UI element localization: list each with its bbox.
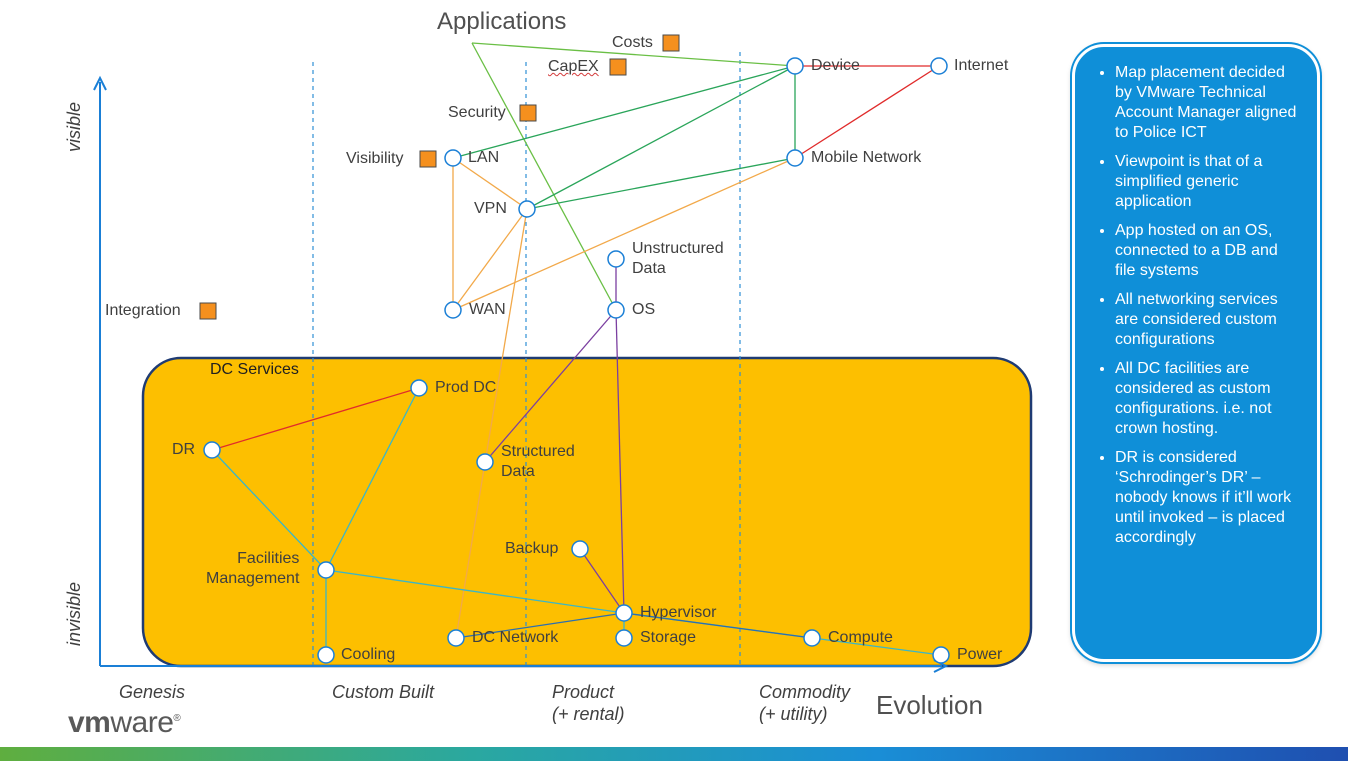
logo-text-b: ware	[110, 706, 174, 739]
component-lan-label: LAN	[468, 149, 500, 166]
need-integration-marker	[199, 302, 217, 320]
notes-panel: Map placement decided by VMware Technica…	[1072, 44, 1320, 662]
link-backup-hypervisor	[579, 548, 625, 614]
component-power-node	[932, 646, 950, 664]
link-mobile-vpn	[526, 157, 796, 210]
component-cooling-label: Cooling	[341, 646, 396, 663]
need-security-marker	[519, 104, 537, 122]
need-visibility-label: Visibility	[346, 150, 404, 167]
link-applications-device	[471, 42, 796, 67]
need-costs-label: Costs	[612, 34, 653, 51]
dc-services-group	[141, 356, 1033, 668]
component-dcnetwork-node	[447, 629, 465, 647]
need-visibility-marker	[419, 150, 437, 168]
component-cooling-node	[317, 646, 335, 664]
component-hypervisor-label: Hypervisor	[640, 604, 717, 621]
need-security-label: Security	[448, 104, 506, 121]
dc-services-label: DC Services	[210, 361, 299, 378]
link-applications-os	[471, 42, 617, 311]
stage-commodity: Commodity (+ utility)	[759, 682, 851, 724]
stage-custom-built: Custom Built	[332, 682, 435, 702]
component-dr-label: DR	[172, 441, 196, 458]
link-hypervisor-compute	[623, 612, 813, 639]
note-item: Viewpoint is that of a simplified generi…	[1115, 152, 1299, 212]
evolution-label: Evolution	[876, 690, 983, 720]
component-unstructured-data-label: Unstructured Data	[632, 240, 724, 277]
component-wan-label: WAN	[469, 301, 506, 318]
y-axis-visible-label: visible	[64, 101, 84, 152]
link-mobile-internet	[794, 65, 940, 159]
stage-product: Product (+ rental)	[552, 682, 625, 724]
note-item: App hosted on an OS, connected to a DB a…	[1115, 221, 1299, 281]
link-hypervisor-dcnetwork	[455, 612, 625, 639]
component-compute-node	[803, 629, 821, 647]
link-facilities-hypervisor	[325, 569, 625, 614]
link-os-structured	[484, 309, 617, 463]
footer-gradient-bar	[0, 747, 1348, 761]
need-capex-label: CapEX	[548, 58, 599, 75]
logo-mark: ®	[173, 713, 181, 724]
component-mobile-node	[786, 149, 804, 167]
component-device-label: Device	[811, 57, 860, 74]
note-item: All networking services are considered c…	[1115, 290, 1299, 350]
component-device-node	[786, 57, 804, 75]
link-lan-vpn	[452, 157, 528, 210]
component-os-node	[607, 301, 625, 319]
component-backup-node	[571, 540, 589, 558]
component-power-label: Power	[957, 646, 1003, 663]
component-facilities-node	[317, 561, 335, 579]
component-vpn-label: VPN	[474, 200, 507, 217]
component-lan-node	[444, 149, 462, 167]
need-integration-label: Integration	[105, 302, 181, 319]
vmware-logo: vmware®	[68, 706, 181, 740]
y-axis-invisible-label: invisible	[64, 581, 84, 646]
need-capex-marker	[609, 58, 627, 76]
need-costs-marker	[662, 34, 680, 52]
component-hypervisor-node	[615, 604, 633, 622]
component-mobile-network-label: Mobile Network	[811, 149, 922, 166]
component-internet-label: Internet	[954, 57, 1009, 74]
note-item: Map placement decided by VMware Technica…	[1115, 63, 1299, 143]
stage-genesis: Genesis	[119, 682, 186, 702]
link-device-vpn	[526, 65, 796, 210]
note-item: DR is considered ‘Schrodinger’s DR’ – no…	[1115, 448, 1299, 548]
component-structured-data-label: Structured Data	[501, 443, 575, 480]
applications-title: Applications	[437, 8, 567, 35]
link-proddc-facilities	[325, 387, 420, 571]
logo-text-a: vm	[68, 706, 111, 739]
component-proddc-node	[410, 379, 428, 397]
link-device-lan	[452, 65, 796, 159]
component-prod-dc-label: Prod DC	[435, 379, 497, 396]
link-os-hypervisor	[615, 309, 625, 614]
component-compute-label: Compute	[828, 629, 893, 646]
link-vpn-dcnetwork	[455, 208, 528, 639]
component-internet-node	[930, 57, 948, 75]
link-dr-facilities	[211, 449, 327, 571]
component-backup-label: Backup	[505, 540, 559, 557]
component-facilities-management-label: Facilities Management	[206, 550, 300, 587]
component-dr-node	[203, 441, 221, 459]
link-vpn-wan	[452, 208, 528, 311]
component-structured-node	[476, 453, 494, 471]
component-os-label: OS	[632, 301, 656, 318]
note-item: All DC facilities are considered as cust…	[1115, 359, 1299, 439]
component-storage-label: Storage	[640, 629, 697, 646]
link-mobile-wan	[452, 157, 796, 311]
link-dr-proddc	[211, 387, 420, 451]
component-vpn-node	[518, 200, 536, 218]
y-axis-arrow	[93, 75, 107, 91]
component-dc-network-label: DC Network	[472, 629, 559, 646]
component-unstructured-node	[607, 250, 625, 268]
notes-list: Map placement decided by VMware Technica…	[1091, 63, 1299, 548]
component-storage-node	[615, 629, 633, 647]
component-wan-node	[444, 301, 462, 319]
